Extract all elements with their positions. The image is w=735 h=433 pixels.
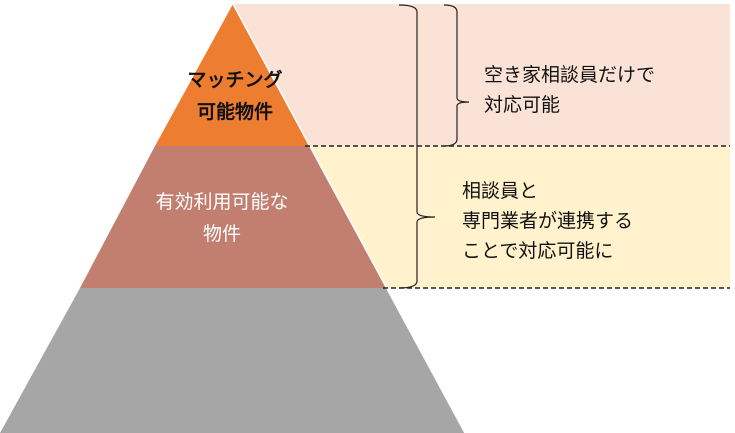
middle-tier-label: 有効利用可能な 物件 [122,186,322,250]
top-annotation: 空き家相談員だけで 対応可能 [484,60,655,120]
large-bracket [398,4,436,289]
middle-annotation-line2: 専門業者が連携する [462,210,634,232]
pyramid-bottom-tier [0,288,465,433]
middle-annotation: 相談員と 専門業者が連携する ことで対応可能に [462,176,633,266]
pyramid-edge [232,3,466,433]
top-annotation-line1: 空き家相談員だけで [484,64,656,86]
top-tier-label-line2: 可能物件 [196,101,273,123]
pyramid-top-tier [155,4,309,146]
small-bracket [443,4,470,147]
pyramid-middle-tier [80,146,386,288]
middle-annotation-line1: 相談員と [462,180,539,202]
middle-tier-label-line2: 物件 [202,223,241,245]
middle-annotation-line3: ことで対応可能に [462,240,614,262]
top-tier-label-line1: マッチング [187,69,283,91]
top-band-background [234,4,730,146]
middle-band-background [308,146,730,288]
middle-tier-label-line1: 有効利用可能な [155,191,289,213]
top-tier-label: マッチング 可能物件 [150,64,320,128]
top-annotation-line2: 対応可能 [484,94,561,116]
